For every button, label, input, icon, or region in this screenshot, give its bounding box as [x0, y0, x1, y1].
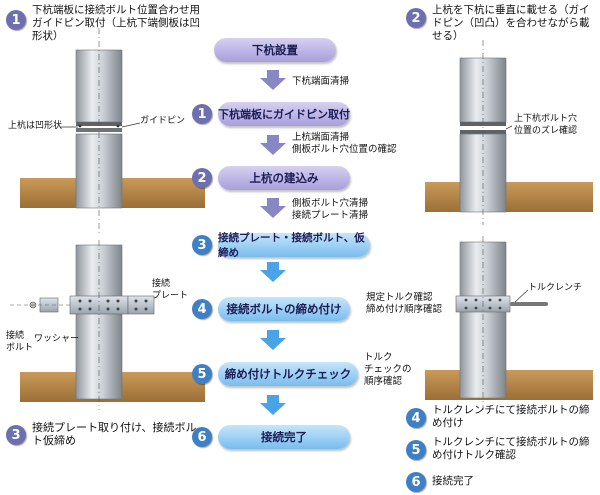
flow-note-torque-spec: 規定トルク確認 締め付け順序確認 [366, 292, 443, 315]
flow-note-torque-order: トルク チェックの 順序確認 [364, 352, 412, 387]
label-upper-concave: 上杭は凹形状 [8, 121, 63, 131]
pile-illustration-step3 [10, 240, 205, 410]
flow-note-hole-clean: 側板ボルト穴清掃 接続プレート清掃 [292, 198, 369, 221]
step5-caption: トルクレンチにて接続ボルトの締め付けトルク確認 [432, 436, 590, 461]
flow-step-1: 下杭端板にガイドピン取付 [218, 102, 350, 126]
pile-illustration-step1 [20, 28, 205, 235]
step-number-5-right: 5 [406, 440, 426, 460]
label-guide-pin: ガイドピン [140, 116, 186, 126]
label-connection-plate: 接続 プレート [152, 279, 189, 301]
flow-step-6: 接続完了 [218, 425, 350, 449]
step3-caption: 接続プレート取り付け、接続ボルト仮締め [32, 421, 197, 447]
flow-note-upper-clean: 上杭端面清掃 側板ボルト穴位置の確認 [292, 132, 397, 155]
flow-number-5: 5 [192, 364, 212, 384]
flow-number-1: 1 [192, 104, 212, 124]
step1-caption: 下杭端板に接続ボルト位置合わせ用ガイドピン取付（上杭下端側板は凹形状） [32, 4, 200, 42]
flow-step-3: 接続プレート・接続ボルト、仮締め [218, 232, 370, 259]
flow-number-6: 6 [192, 427, 212, 447]
flow-start-box: 下杭設置 [214, 38, 336, 62]
flow-number-2: 2 [192, 168, 212, 188]
pile-illustration-step4 [425, 236, 593, 410]
step6-caption: 接続完了 [432, 475, 474, 487]
flow-arrows [260, 70, 286, 415]
label-connection-bolt: 接続 ボルト [6, 331, 34, 353]
step2-caption: 上杭を下杭に垂直に載せる（ガイドピン（凹凸）を合わせながら載せる） [432, 4, 590, 42]
pile-illustration-step2 [425, 40, 593, 225]
step4-caption: トルクレンチにて接続ボルトの締め付け [432, 404, 590, 429]
leader-lines [60, 122, 529, 303]
label-washer: ワッシャー [34, 334, 80, 344]
label-bolt-hole-misalignment: 上下杭ボルト穴 位置のズレ確認 [514, 114, 578, 136]
step-number-1: 1 [6, 10, 26, 30]
flow-note-lower-clean: 下杭端面清掃 [292, 76, 350, 87]
flow-step-5: 締め付けトルクチェック [218, 362, 358, 386]
step-number-4-right: 4 [406, 408, 426, 428]
flow-number-3: 3 [192, 235, 212, 255]
flow-step-2: 上杭の建込み [218, 166, 350, 190]
label-torque-wrench: トルクレンチ [528, 283, 583, 293]
step-number-6-right: 6 [406, 472, 426, 492]
flow-step-4: 接続ボルトの締め付け [218, 297, 350, 321]
step-number-2: 2 [406, 8, 426, 28]
flow-number-4: 4 [192, 299, 212, 319]
step-number-3-left: 3 [6, 425, 26, 445]
